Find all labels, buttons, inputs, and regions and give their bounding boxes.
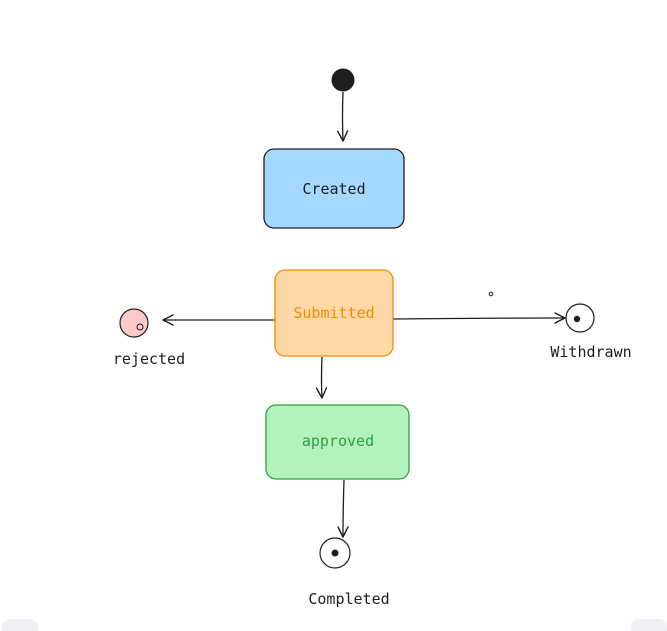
state-submitted-box[interactable] — [274, 269, 394, 357]
state-approved-box[interactable] — [265, 404, 410, 480]
stray-dot — [488, 291, 494, 297]
transition-submitted-to-approved[interactable] — [315, 356, 328, 399]
terminal-completed[interactable]: Completed — [308, 537, 390, 608]
state-submitted-label: Submitted — [293, 304, 374, 322]
terminal-rejected-label: rejected — [113, 350, 185, 368]
state-approved[interactable]: approved — [265, 404, 410, 480]
terminal-withdrawn[interactable]: Withdrawn — [550, 303, 632, 361]
bottom-left-toolbar-edge — [2, 619, 38, 631]
state-created-label: Created — [302, 180, 365, 198]
transition-start-to-created[interactable] — [336, 91, 349, 142]
terminal-rejected-inner — [136, 323, 144, 331]
state-created-box[interactable] — [263, 148, 405, 229]
state-submitted[interactable]: Submitted — [274, 269, 394, 357]
terminal-withdrawn-label: Withdrawn — [550, 343, 631, 361]
state-approved-label: approved — [302, 432, 374, 450]
transition-submitted-to-withdrawn[interactable] — [392, 312, 566, 324]
bottom-right-toolbar-edge — [631, 619, 667, 631]
transition-approved-to-completed[interactable] — [337, 479, 349, 538]
terminal-completed-label: Completed — [308, 590, 389, 608]
terminal-rejected-circle[interactable] — [119, 308, 149, 338]
terminal-rejected[interactable]: rejected — [113, 308, 185, 368]
terminal-withdrawn-dot — [573, 315, 581, 323]
start-node[interactable] — [331, 68, 355, 92]
terminal-completed-dot — [331, 549, 339, 557]
state-created[interactable]: Created — [263, 148, 405, 229]
